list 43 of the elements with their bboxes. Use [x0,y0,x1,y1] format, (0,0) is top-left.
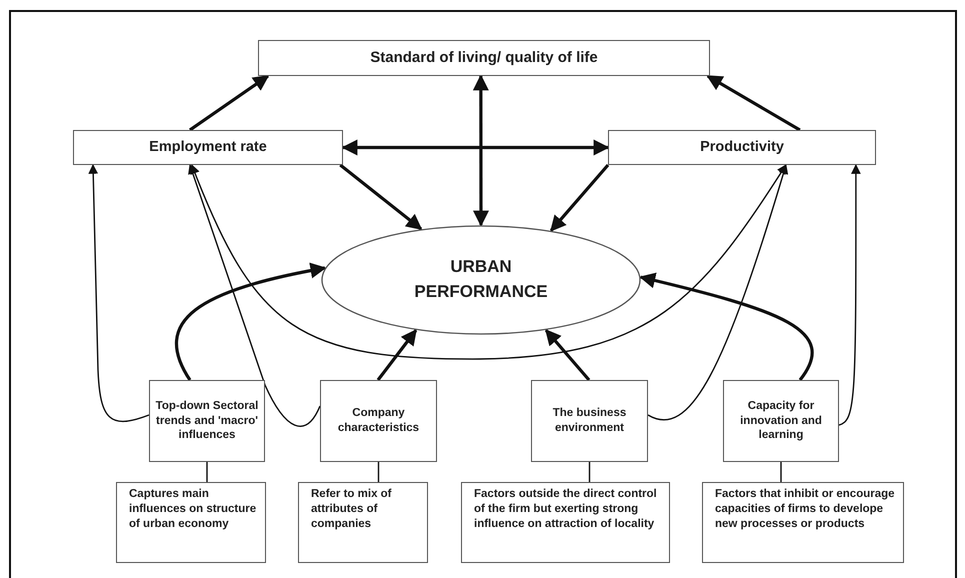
arrow [639,272,814,381]
arrow [339,164,422,230]
arrow [838,164,861,426]
connector-line [378,462,380,482]
box-label: Top-down Sectoral trends and 'macro' influences [154,398,260,444]
driver-box [723,380,839,462]
box-label: The business environment [552,406,628,436]
description-box [702,482,904,563]
factor-box [73,130,343,165]
arrow [88,164,150,422]
connector-line [780,462,782,482]
arrow [189,74,270,132]
driver-box [531,380,648,462]
arrow [190,164,787,360]
box-label: Factors outside the direct control of the firm but exerting strong influence on attraction of locality [474,487,658,532]
box-label: Employment rate [149,138,267,156]
box-label: Standard of living/ quality of life [370,49,598,67]
factor-box [608,130,876,165]
arrow [648,164,788,420]
driver-box [149,380,265,462]
arrow [550,164,610,232]
box-label: Company characteristics [336,406,420,436]
connector-line [206,462,208,482]
arrow [188,164,321,427]
box-label: Productivity [700,138,784,156]
box-label: Captures main influences on structure of urban economy [129,487,258,532]
description-box [461,482,670,563]
ellipse-label: URBAN PERFORMANCE [414,256,548,303]
description-box [298,482,428,563]
arrow [472,74,489,227]
arrow [341,140,610,156]
driver-box [320,380,437,462]
arrow [544,329,590,382]
arrow [376,328,418,381]
arrow [175,262,326,381]
box-label: Refer to mix of attributes of companies [311,487,393,532]
box-label: Capacity for innovation and learning [739,398,823,444]
central-ellipse [321,225,641,335]
arrow [706,74,801,132]
box-label: Factors that inhibit or encourage capacities of firms to develope new processes or products [715,487,896,532]
title-box [258,40,710,76]
connector-line [588,462,590,482]
description-box [116,482,266,563]
